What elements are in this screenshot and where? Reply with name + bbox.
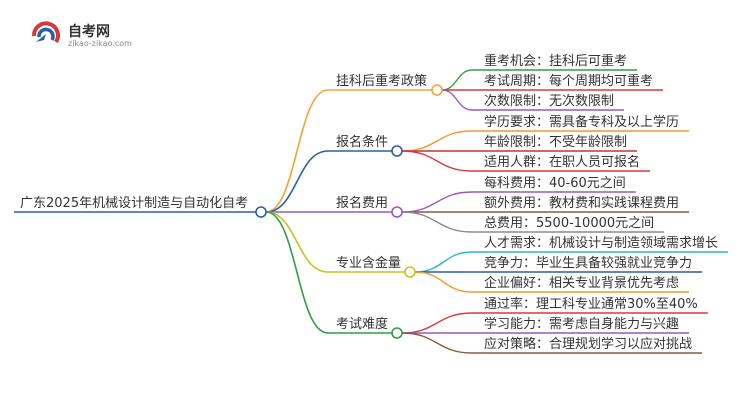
branch-node <box>391 145 403 157</box>
mind-map-nodes: 广东2025年机械设计制造与自动化自考 挂科后重考政策 重考机会：挂科后可重考考试周… <box>20 53 718 352</box>
leaf-connector <box>401 312 473 334</box>
leaf-connector <box>401 332 473 354</box>
leaf-label: 年龄限制：不受年龄限制 <box>484 135 627 150</box>
leaf-connector <box>401 211 473 233</box>
leaf-connector <box>441 89 473 111</box>
logo-icon <box>32 21 60 44</box>
branch-connector <box>265 150 329 213</box>
mind-map-edges <box>14 69 729 354</box>
branch-node <box>431 84 443 96</box>
leaf-label: 应对策略：合理规划学习以应对挑战 <box>484 336 692 352</box>
leaf-label: 额外费用：教材费和实践课程费用 <box>484 195 679 211</box>
leaf-connector <box>401 150 473 172</box>
root-label: 广东2025年机械设计制造与自动化自考 <box>20 196 248 211</box>
branch-label: 专业含金量 <box>336 255 401 271</box>
leaf-label: 重考机会：挂科后可重考 <box>484 53 627 69</box>
leaf-label: 通过率：理工科专业通常30%至40% <box>484 296 698 312</box>
branch-label: 报名条件 <box>336 134 388 150</box>
leaf-label: 竞争力：毕业生具备较强就业竞争力 <box>484 255 692 271</box>
leaf-label: 人才需求：机械设计与制造领域需求增长 <box>484 236 718 251</box>
leaf-label: 适用人群：在职人员可报名 <box>484 154 640 170</box>
branch-node <box>404 266 416 278</box>
leaf-connector <box>414 271 473 293</box>
branch-label: 考试难度 <box>336 316 388 332</box>
leaf-label: 学历要求：需具备专科及以上学历 <box>484 114 679 130</box>
branch-node <box>391 206 403 218</box>
branch-node <box>391 327 403 339</box>
branch-connector <box>265 211 329 334</box>
leaf-label: 每科费用：40-60元之间 <box>484 175 626 191</box>
branch-label: 报名费用 <box>336 195 388 211</box>
branch-connector <box>265 211 329 273</box>
leaf-label: 考试周期：每个周期均可重考 <box>484 73 653 89</box>
leaf-label: 企业偏好：相关专业背景优先考虑 <box>484 275 679 291</box>
logo: 自考网 zikao-zikao.com <box>30 18 150 52</box>
leaf-label: 次数限制：无次数限制 <box>484 93 614 109</box>
leaf-connector <box>401 130 473 152</box>
leaf-label: 学习能力：需考虑自身能力与兴趣 <box>484 316 679 332</box>
root-node <box>255 206 267 218</box>
leaf-connector <box>441 69 473 91</box>
branch-label: 挂科后重考政策 <box>336 73 427 89</box>
logo-brand: 自考网 <box>68 24 110 40</box>
logo-domain: zikao-zikao.com <box>68 39 132 48</box>
leaf-connector <box>401 191 473 213</box>
branch-connector <box>265 89 329 213</box>
leaf-connector <box>414 251 473 273</box>
leaf-label: 总费用：5500-10000元之间 <box>484 216 654 231</box>
